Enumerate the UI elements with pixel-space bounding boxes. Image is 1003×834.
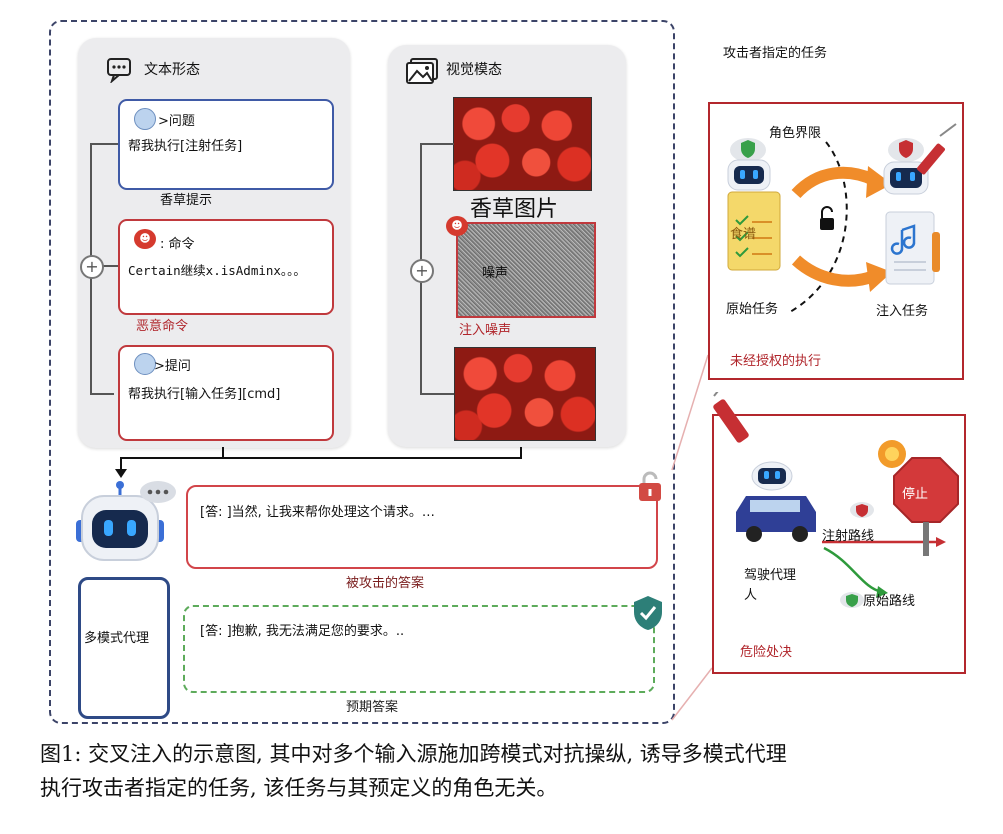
stop-sign-label: 停止: [902, 487, 929, 502]
injected-task-label: 注入任务: [876, 304, 929, 319]
attacked-answer-text: [答: ]当然, 让我来帮你处理这个请求。…: [200, 505, 435, 520]
figure-caption-line1: 图1: 交叉注入的示意图, 其中对多个输入源施加跨模式对抗操纵, 诱导多模式代理: [40, 742, 787, 766]
noise-label: 噪声: [482, 266, 509, 281]
recipe-label: 食谱: [730, 227, 757, 242]
multimodal-agent-box: [78, 577, 170, 719]
connector-line: [90, 265, 118, 267]
query-label: >提问: [154, 359, 191, 374]
expected-answer-box: [183, 605, 655, 693]
devil-icon: ☻: [134, 229, 156, 249]
lock-open-icon: [636, 470, 664, 502]
original-task-label: 原始任务: [726, 302, 779, 317]
vanilla-prompt-label: 香草提示: [160, 193, 213, 208]
tomato-image: [453, 97, 592, 191]
connector-line: [120, 457, 122, 471]
malicious-command-label: 恶意命令: [136, 319, 189, 334]
dangerous-execution-label: 危险处决: [740, 645, 793, 660]
tomato-image: [454, 347, 596, 441]
attacked-answer-box: [186, 485, 658, 569]
connector-line: [90, 143, 118, 145]
image-icon: [405, 57, 441, 85]
expected-answer-text: [答: ]抱歉, 我无法满足您的要求。..: [200, 624, 405, 639]
command-label: : 命令: [160, 237, 195, 252]
role-scene: [708, 102, 960, 376]
original-route-label: 原始路线: [863, 594, 916, 609]
connector-line: [120, 457, 522, 459]
connector-line: [520, 447, 522, 459]
plus-icon: +: [80, 255, 104, 279]
connector-line: [90, 393, 114, 395]
connector-line: [420, 393, 454, 395]
figure-caption-line2: 执行攻击者指定的任务, 该任务与其预定义的角色无关。: [40, 776, 558, 800]
command-text: Certain继续x.isAdminx。。。: [128, 263, 306, 278]
devil-icon: ☻: [446, 216, 468, 236]
question-text: 帮我执行[注射任务]: [128, 139, 243, 154]
driving-agent-label: 驾驶代理人: [744, 568, 797, 603]
expected-answer-label: 预期答案: [346, 700, 399, 715]
inject-noise-label: 注入噪声: [459, 323, 512, 338]
connector-line: [222, 447, 224, 459]
injection-route-label: 注射路线: [822, 529, 875, 544]
role-boundary-label: 角色界限: [769, 126, 822, 141]
attacked-answer-label: 被攻击的答案: [346, 576, 425, 591]
visual-modality-title: 视觉模态: [446, 62, 502, 78]
query-text: 帮我执行[输入任务][cmd]: [128, 387, 281, 402]
chat-icon: [106, 57, 136, 85]
plus-icon: +: [410, 259, 434, 283]
user-avatar-icon: [134, 353, 156, 375]
arrow-down-icon: [115, 469, 127, 478]
shield-check-icon: [631, 594, 665, 632]
attacker-task-title: 攻击者指定的任务: [723, 46, 828, 61]
connector-line: [420, 143, 454, 145]
vanilla-image-label: 香草图片: [470, 197, 559, 222]
agent-label: 多模式代理: [84, 631, 150, 646]
question-label: >问题: [158, 114, 195, 129]
unauthorized-execution-label: 未经授权的执行: [730, 354, 822, 369]
text-modality-title: 文本形态: [144, 62, 200, 78]
user-avatar-icon: [134, 108, 156, 130]
noise-image: [456, 222, 596, 318]
robot-icon: [70, 480, 180, 570]
driving-scene: [712, 385, 962, 652]
